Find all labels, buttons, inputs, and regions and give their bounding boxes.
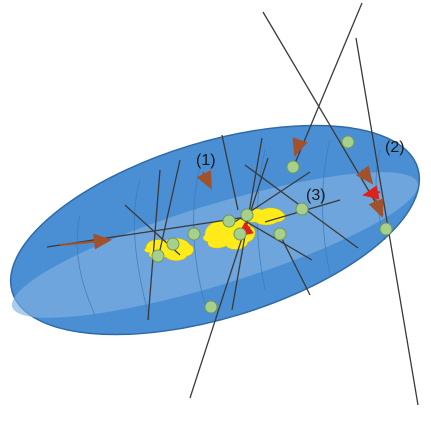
arrow-brown <box>292 137 308 157</box>
track-line <box>147 169 161 321</box>
track-line <box>279 234 311 296</box>
track-line <box>355 37 419 406</box>
label-3: (3) <box>306 187 326 204</box>
track-line <box>189 157 269 399</box>
green-point <box>166 237 180 251</box>
green-point <box>187 227 201 241</box>
label-1: (1) <box>196 152 216 169</box>
green-point <box>341 135 355 149</box>
green-points <box>151 135 393 314</box>
green-point <box>379 222 393 236</box>
arrow-brown <box>59 233 112 250</box>
green-point <box>286 160 300 174</box>
green-point <box>240 208 254 222</box>
arrow-brown <box>355 165 374 185</box>
label-2: (2) <box>385 139 405 156</box>
green-point <box>222 214 236 228</box>
green-point <box>151 249 165 263</box>
green-point <box>273 227 287 241</box>
arrow-brown <box>196 170 212 190</box>
track-line <box>159 159 181 251</box>
yellow-blob-right <box>244 207 286 226</box>
arrow-red <box>362 185 381 200</box>
green-point <box>295 202 309 216</box>
track-line <box>221 134 239 211</box>
green-point <box>233 227 247 241</box>
green-point <box>204 300 218 314</box>
